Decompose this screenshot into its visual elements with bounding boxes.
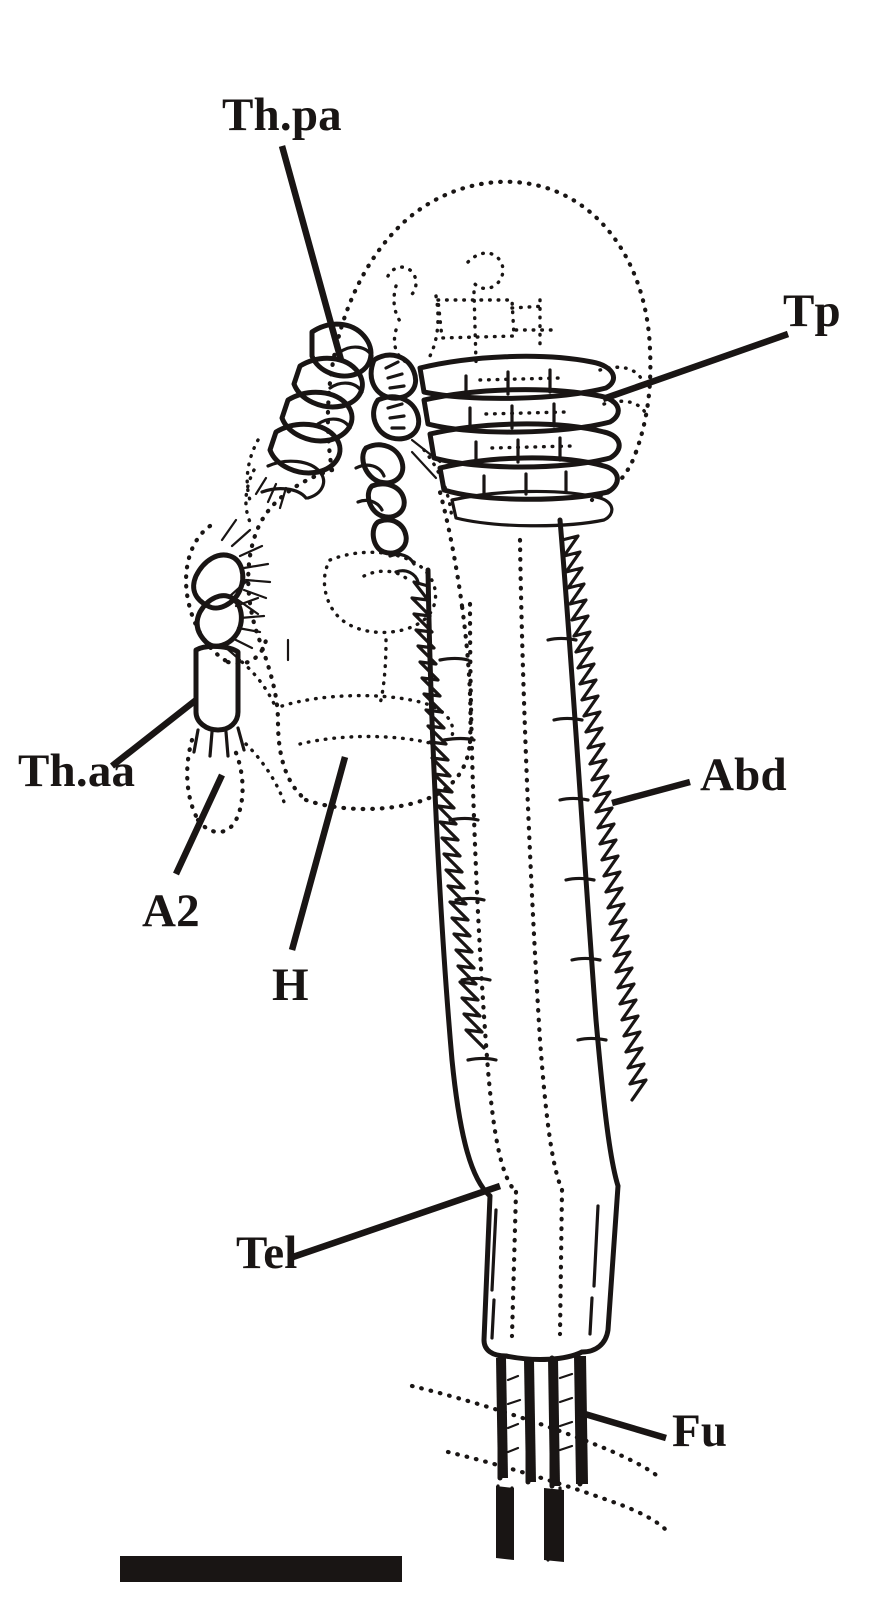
thorax-posterior-appendages (244, 321, 374, 524)
antenna-a2-left (183, 518, 286, 835)
label-h: H (272, 959, 309, 1011)
leader-tp (601, 330, 790, 403)
leader-th-pa (278, 145, 345, 361)
label-a2: A2 (142, 885, 200, 937)
label-th-aa: Th.aa (18, 745, 136, 797)
label-fu: Fu (672, 1405, 728, 1457)
telson (481, 1183, 621, 1362)
abdomen-serration-right (560, 534, 648, 1102)
leader-a2 (173, 773, 225, 876)
label-th-pa: Th.pa (222, 89, 342, 141)
abdomen-serration-left (410, 580, 486, 1050)
leader-fu (577, 1408, 667, 1442)
label-tel: Tel (236, 1227, 298, 1279)
abdomen (410, 517, 648, 1199)
thoracopods-right (417, 353, 648, 528)
leader-tel (288, 1182, 502, 1262)
scale-bar (120, 1556, 402, 1582)
head-outline (246, 467, 473, 812)
leader-th-aa (109, 697, 199, 769)
carapace-head-outline (325, 179, 653, 503)
label-abd: Abd (700, 749, 787, 801)
substrate-lines (409, 1383, 669, 1533)
furca (496, 1353, 588, 1562)
label-tp: Tp (783, 285, 841, 337)
leader-lines (109, 145, 790, 1442)
leader-abd (611, 778, 691, 807)
leader-h (288, 756, 349, 951)
